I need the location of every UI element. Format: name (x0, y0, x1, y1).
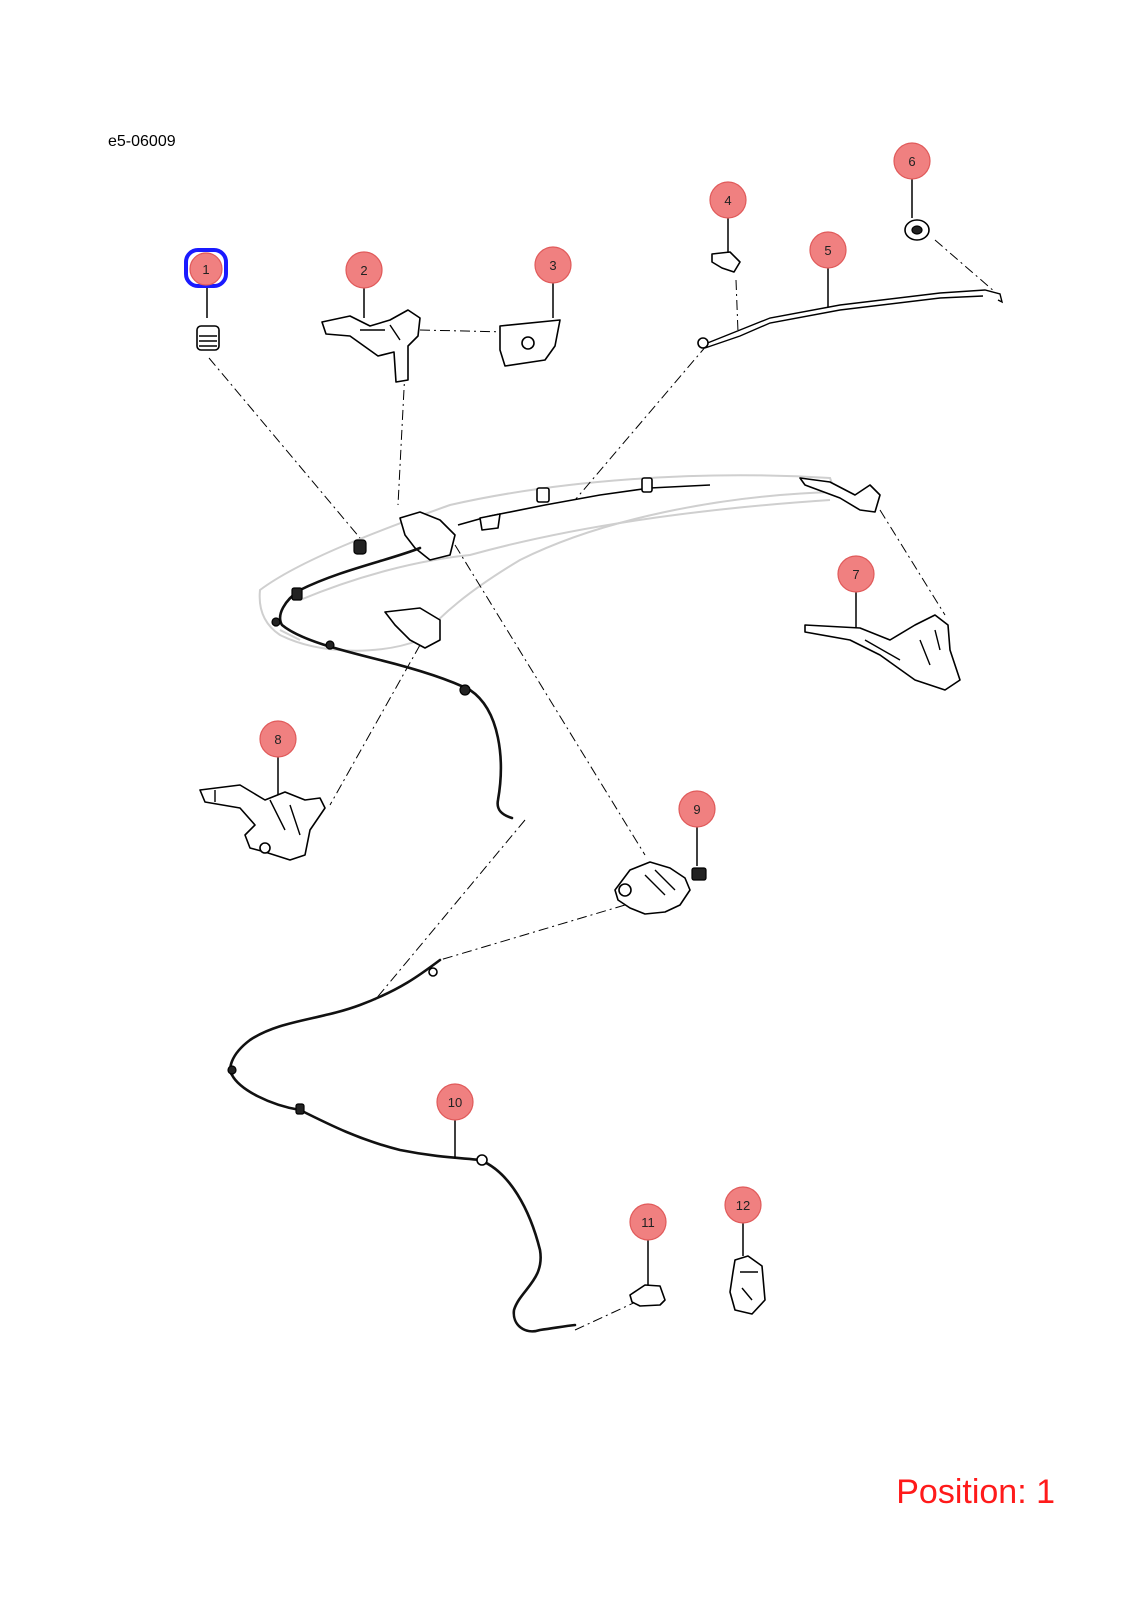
callout-8-label: 8 (274, 732, 281, 747)
part-3-bracket[interactable] (499, 319, 561, 367)
part-1-bumper[interactable] (196, 325, 367, 555)
callout-9[interactable]: 9 (678, 790, 716, 828)
position-label: Position: 1 (896, 1473, 1055, 1511)
callout-11[interactable]: 11 (629, 1203, 667, 1241)
callout-5[interactable]: 5 (809, 231, 847, 269)
callout-1[interactable]: 1 (184, 248, 228, 288)
callout-10-label: 10 (448, 1095, 462, 1110)
part-12-handle[interactable] (729, 1255, 766, 1315)
callout-9-label: 9 (693, 802, 700, 817)
part-10-release-cable[interactable] (227, 958, 577, 1333)
callout-8[interactable]: 8 (259, 720, 297, 758)
installed-latch-assembly (271, 477, 711, 820)
diagram-code: e5-06009 (108, 133, 176, 150)
part-6-grommet[interactable] (904, 219, 930, 241)
assembly-lines (208, 239, 996, 1331)
callout-12-label: 12 (736, 1198, 750, 1213)
callout-10[interactable]: 10 (436, 1083, 474, 1121)
callout-5-label: 5 (824, 243, 831, 258)
callout-1-label: 1 (202, 262, 209, 277)
part-2-release-handle[interactable] (321, 309, 421, 383)
callout-4-label: 4 (724, 193, 731, 208)
part-5-cable[interactable] (697, 289, 1004, 349)
callout-3[interactable]: 3 (534, 246, 572, 284)
callout-2-label: 2 (360, 263, 367, 278)
callout-7[interactable]: 7 (837, 555, 875, 593)
part-8-hinge[interactable] (199, 784, 326, 861)
callout-leaders (206, 178, 913, 1285)
callout-6-label: 6 (908, 154, 915, 169)
callout-2[interactable]: 2 (345, 251, 383, 289)
callout-11-label: 11 (641, 1215, 655, 1230)
part-4-clip[interactable] (711, 251, 741, 273)
selection-outline (184, 248, 228, 288)
callout-4[interactable]: 4 (709, 181, 747, 219)
part-7-hinge[interactable] (799, 477, 961, 691)
part-9-latch[interactable] (614, 861, 707, 915)
callout-7-label: 7 (852, 567, 859, 582)
part-11-connector[interactable] (629, 1284, 666, 1307)
callout-12[interactable]: 12 (724, 1186, 762, 1224)
callout-6[interactable]: 6 (893, 142, 931, 180)
callout-3-label: 3 (549, 258, 556, 273)
